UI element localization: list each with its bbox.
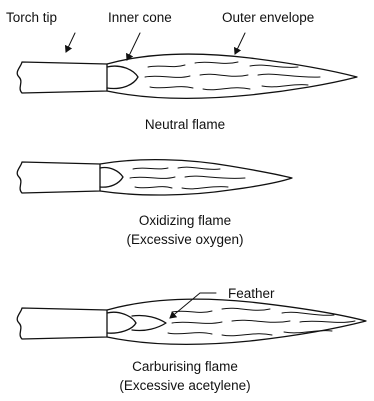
inner-cone-arrow [127,33,140,60]
outer-envelope-arrow [235,33,245,54]
feather-arrow [170,293,216,318]
feather-shape [132,315,166,330]
inner-cone-label: Inner cone [108,10,172,25]
neutral-flame-figure: Torch tip Inner cone Outer envelope Neut… [6,10,357,132]
oxidizing-flame-streaks [130,167,245,189]
oxidizing-flame-figure: Oxidizing flame (Excessive oxygen) [17,160,292,247]
outer-envelope-label: Outer envelope [222,10,314,25]
carburising-flame-caption: Carburising flame [132,359,238,374]
torch-tip-arrow [66,33,75,52]
inner-cone-shape [107,66,138,88]
oxidizing-inner-cone [100,168,123,188]
carburising-flame-figure: Feather Carburising flame (Excessive ace… [17,286,366,393]
torch-tip-label: Torch tip [6,10,57,25]
oxidizing-torch-body [17,162,100,193]
feather-label: Feather [228,286,275,301]
torch-tip-body [17,62,107,93]
neutral-flame-caption: Neutral flame [145,117,225,132]
oxidizing-outer-envelope [100,160,292,195]
carburising-torch-body [17,308,107,339]
carburising-flame-subcaption: (Excessive acetylene) [119,378,250,393]
oxidizing-flame-caption: Oxidizing flame [139,213,231,228]
oxidizing-flame-subcaption: (Excessive oxygen) [126,232,243,247]
neutral-flame-streaks [145,62,320,90]
